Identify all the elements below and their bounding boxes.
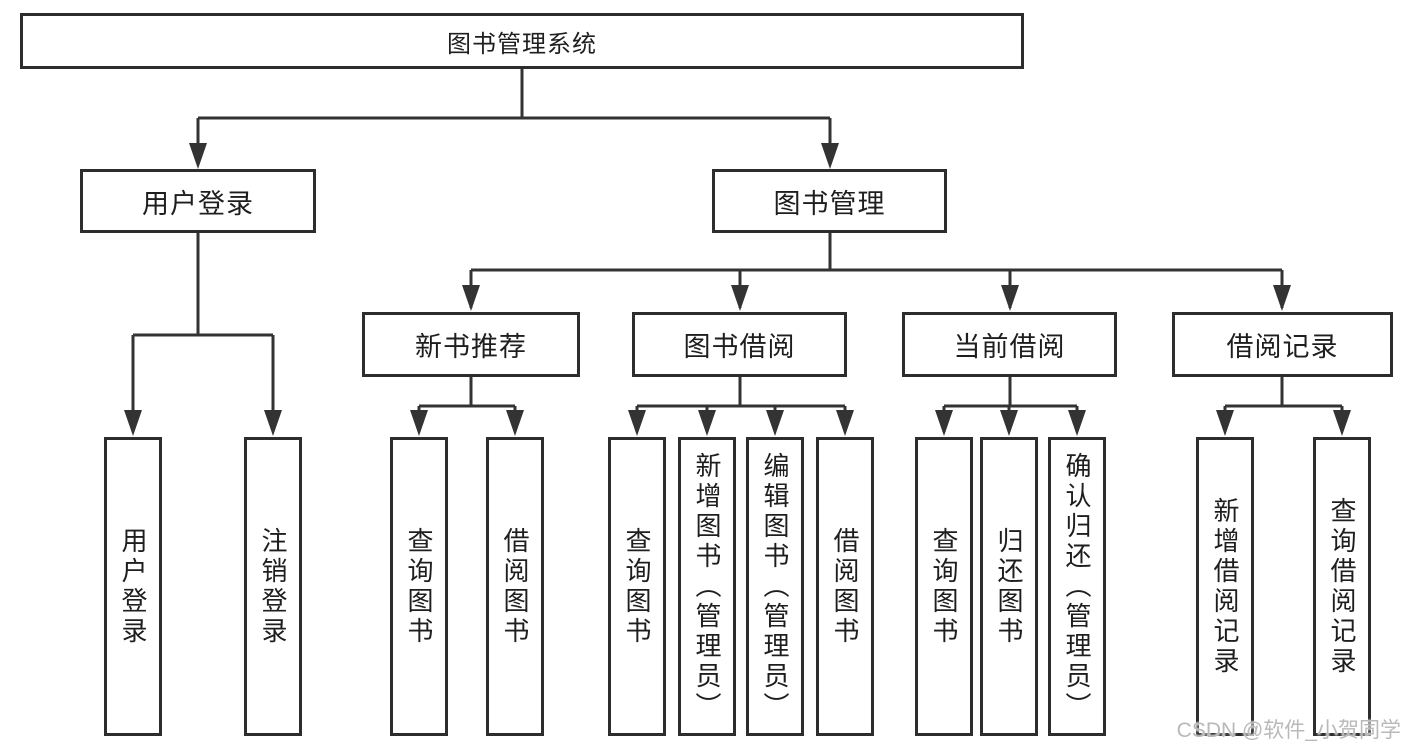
node-library-management-system: 图书管理系统: [20, 13, 1024, 69]
leaf-label: 新增图书（管理员）: [692, 451, 722, 722]
edge-lines: [131, 68, 1344, 432]
leaf-cb-return-books: 归还图书: [980, 437, 1038, 736]
leaf-label: 查询图书: [622, 526, 652, 647]
leaf-label: 新增借阅记录: [1210, 496, 1240, 677]
node-book-borrowing: 图书借阅: [632, 312, 847, 377]
csdn-watermark: CSDN @软件_小贺同学: [1176, 719, 1401, 742]
leaf-label: 查询图书: [929, 526, 959, 647]
node-label: 图书借阅: [683, 332, 796, 362]
leaf-bb-edit-books-admin: 编辑图书（管理员）: [746, 437, 804, 736]
leaf-label: 查询借阅记录: [1327, 496, 1357, 677]
leaf-nbr-borrow-books: 借阅图书: [486, 437, 544, 736]
leaf-bb-add-books-admin: 新增图书（管理员）: [678, 437, 736, 736]
arrowheads: [124, 143, 1351, 436]
node-label: 图书管理系统: [447, 30, 597, 58]
leaf-bb-query-books: 查询图书: [608, 437, 666, 736]
leaf-label: 注销登录: [258, 526, 288, 647]
leaf-label: 确认归还（管理员）: [1062, 451, 1092, 722]
leaf-label: 用户登录: [118, 526, 148, 647]
node-current-borrowing: 当前借阅: [902, 312, 1117, 377]
node-label: 用户登录: [142, 188, 254, 219]
node-label: 当前借阅: [953, 332, 1066, 362]
leaf-label: 归还图书: [994, 526, 1024, 647]
node-user-login: 用户登录: [80, 169, 316, 233]
leaf-br-add-record: 新增借阅记录: [1196, 437, 1254, 736]
leaf-label: 编辑图书（管理员）: [760, 451, 790, 722]
node-borrowing-records: 借阅记录: [1172, 312, 1393, 377]
node-label: 借阅记录: [1226, 332, 1339, 362]
leaf-label: 查询图书: [404, 526, 434, 647]
node-book-management: 图书管理: [712, 169, 947, 233]
leaf-logout: 注销登录: [244, 437, 302, 736]
node-label: 图书管理: [773, 188, 886, 219]
leaf-cb-confirm-return-admin: 确认归还（管理员）: [1048, 437, 1106, 736]
leaf-user-login: 用户登录: [104, 437, 162, 736]
leaf-bb-borrow-books: 借阅图书: [816, 437, 874, 736]
node-label: 新书推荐: [415, 332, 527, 362]
leaf-label: 借阅图书: [500, 526, 530, 647]
leaf-label: 借阅图书: [830, 526, 860, 647]
leaf-cb-query-books: 查询图书: [915, 437, 973, 736]
node-new-book-recommend: 新书推荐: [362, 312, 580, 377]
leaf-nbr-query-books: 查询图书: [390, 437, 448, 736]
leaf-br-query-record: 查询借阅记录: [1313, 437, 1371, 736]
